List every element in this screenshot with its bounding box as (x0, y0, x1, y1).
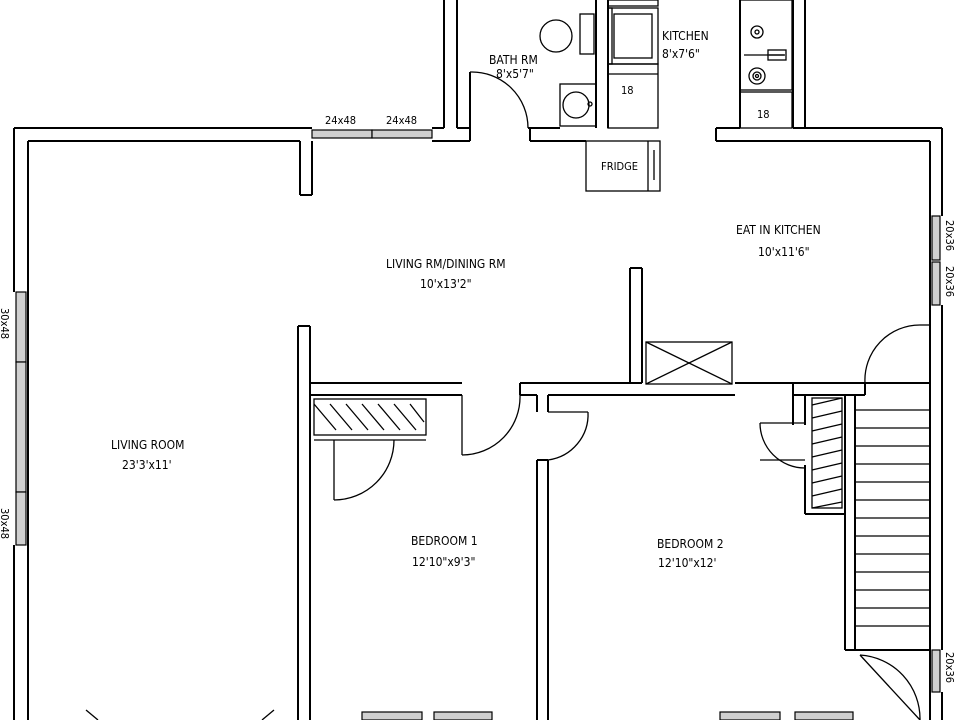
living-dining-name: LIVING RM/DINING RM (386, 257, 506, 271)
exterior-walls (13, 127, 943, 720)
window-bottom-2 (433, 711, 493, 720)
window-top-right-label: 24x48 (386, 114, 417, 127)
kitchen-sink-icon (607, 7, 659, 65)
bath-room-size: 8'x5'7" (496, 67, 534, 81)
toilet-icon (539, 19, 573, 53)
bedroom2-name: BEDROOM 2 (657, 537, 724, 551)
window-right-upper-2-label: 20x36 (943, 266, 956, 297)
interior-walls (297, 141, 930, 720)
stairs (811, 397, 930, 627)
window-top-right (371, 129, 433, 139)
fridge-label: FRIDGE (601, 160, 638, 173)
cabinet-right (739, 91, 793, 129)
kitchen-fixtures (585, 0, 793, 192)
living-dining-size: 10'x13'2" (420, 277, 472, 291)
fridge-icon (585, 140, 661, 192)
kitchen-name: KITCHEN (662, 29, 709, 43)
window-left-lower (15, 491, 27, 546)
window-left-lower-label: 30x48 (0, 508, 11, 539)
window-right-upper-1-label: 20x36 (943, 220, 956, 251)
bedroom1-size: 12'10"x9'3" (412, 555, 475, 569)
bath-fixtures (539, 13, 597, 127)
eat-in-kitchen-size: 10'x11'6" (758, 245, 810, 259)
living-room-size: 23'3'x11' (122, 458, 172, 472)
bedroom1-name: BEDROOM 1 (411, 534, 478, 548)
bedroom2-size: 12'10"x12' (658, 556, 716, 570)
bath-room-name: BATH RM (489, 53, 538, 67)
kitchen-size: 8'x7'6" (662, 47, 700, 61)
window-bottom-3 (719, 711, 781, 720)
window-top-left-label: 24x48 (325, 114, 356, 127)
window-left-upper (15, 291, 27, 363)
window-left-middle (15, 361, 27, 493)
doors (85, 71, 930, 720)
living-room-name: LIVING ROOM (111, 438, 184, 452)
window-right-upper-2 (931, 261, 941, 306)
window-right-upper-1 (931, 215, 941, 261)
cabinet-left-label: 18 (621, 84, 634, 97)
window-top-left (311, 129, 373, 139)
window-bottom-1 (361, 711, 423, 720)
window-right-lower-label: 20x36 (943, 652, 956, 683)
labels: BATH RM 8'x5'7" KITCHEN 8'x7'6" EAT IN K… (0, 29, 956, 683)
cabinet-right-label: 18 (757, 108, 770, 121)
window-bottom-4 (794, 711, 854, 720)
stove-icon (739, 0, 793, 91)
window-right-lower (931, 649, 941, 693)
eat-in-kitchen-name: EAT IN KITCHEN (736, 223, 821, 237)
cabinet-left (607, 63, 659, 129)
windows (15, 129, 941, 720)
chimney-box (645, 341, 733, 385)
sink-icon (559, 83, 597, 127)
window-left-upper-label: 30x48 (0, 308, 11, 339)
closet-shelf (313, 398, 427, 441)
